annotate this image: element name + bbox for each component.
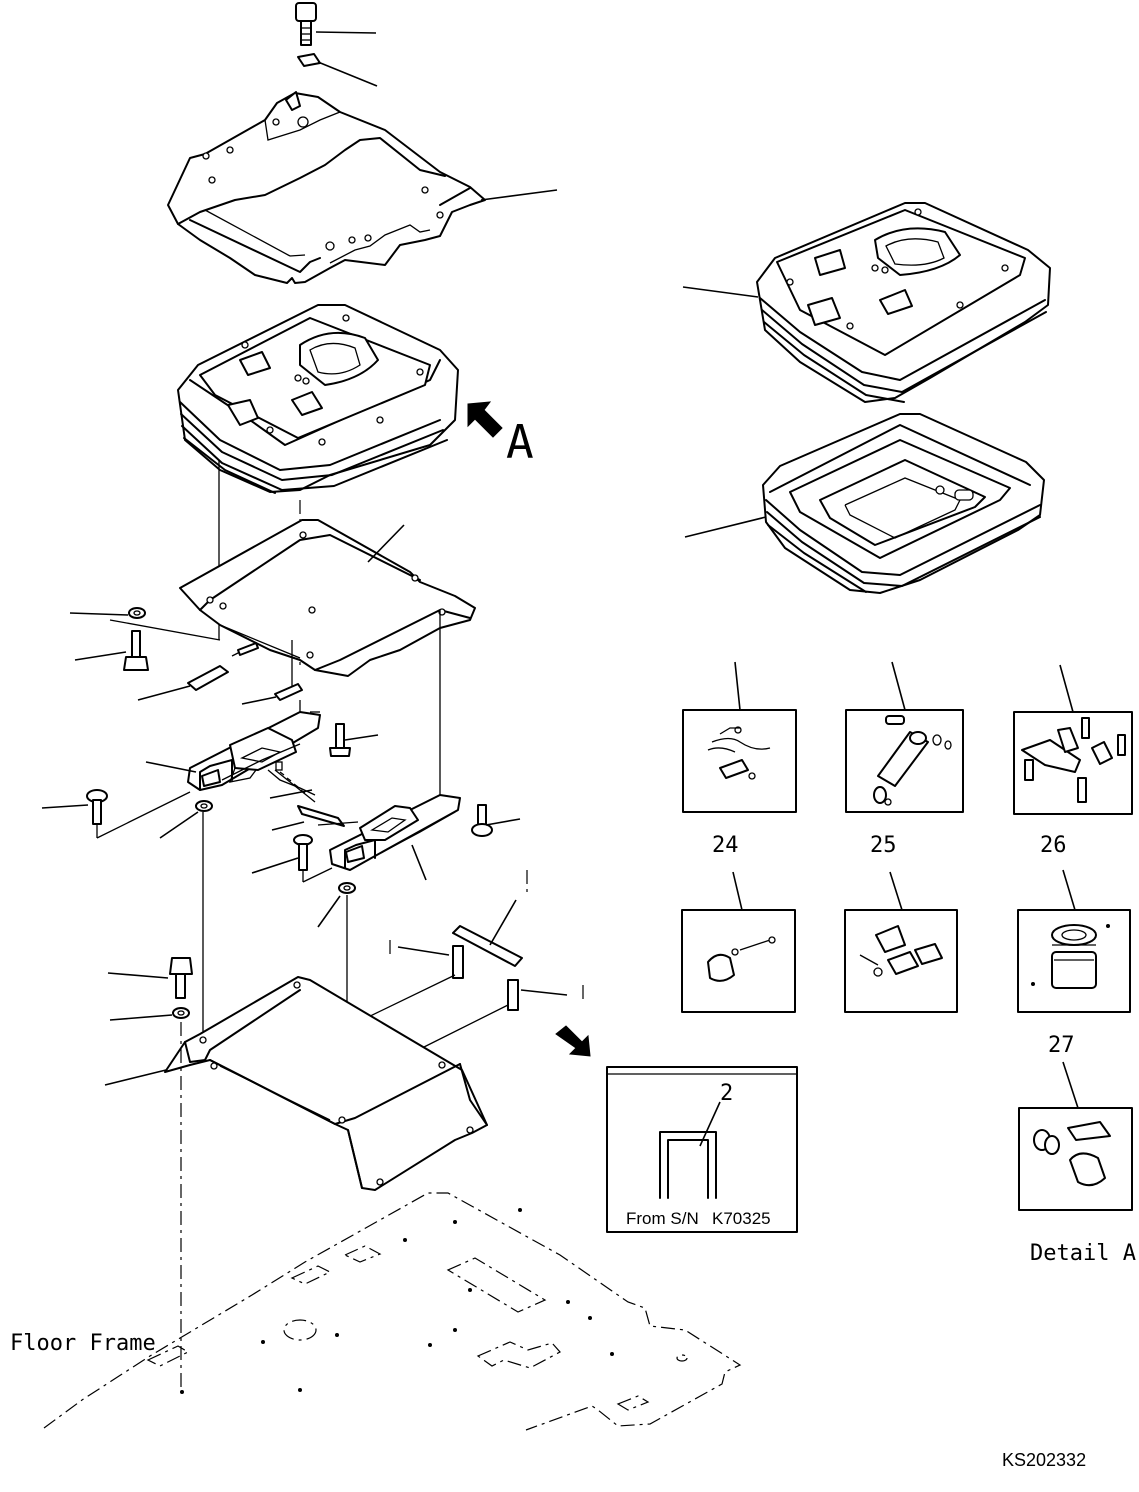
kit-27c-thumbnail (1017, 869, 1131, 1013)
spacer-bar (452, 899, 523, 967)
inset-callout: 2 (720, 1081, 733, 1106)
bolt-upper-right (329, 723, 379, 757)
key-pin (237, 642, 303, 705)
detail-arrow (555, 1025, 591, 1057)
kit-24-number: 24 (712, 833, 739, 858)
seat-suspension-right (682, 202, 1051, 403)
bolt-left-a (74, 630, 149, 671)
view-a-arrow: A (467, 401, 534, 469)
seat-suspension-left (177, 304, 459, 494)
spring-cable (269, 769, 345, 831)
seat-rail-bracket (167, 91, 558, 284)
kit-25-number: 25 (870, 833, 897, 858)
bolt-center-b (251, 834, 313, 874)
pin-left (137, 665, 229, 701)
kit-27a-thumbnail (681, 871, 796, 1013)
top-bolt (295, 2, 377, 46)
bolt-right-a (471, 804, 521, 837)
kit-26-number: 26 (1040, 833, 1067, 858)
kit-25-thumbnail (845, 661, 964, 813)
inset-note-prefix: From S/N (626, 1209, 699, 1228)
bellows-cover (684, 413, 1045, 594)
top-washer-plate (297, 53, 378, 87)
kit-24-thumbnail (682, 661, 797, 813)
spacer-pin-a (397, 945, 464, 979)
detail-a-label: Detail A (1030, 1241, 1136, 1266)
mounting-plate (179, 519, 476, 677)
washer-left-b (159, 800, 213, 839)
inset-note-serial: K70325 (712, 1209, 771, 1228)
washer-left-a (69, 607, 146, 619)
spacer-pin-b (507, 979, 568, 1011)
kit-27b-thumbnail (844, 871, 958, 1013)
floor-frame (43, 1192, 742, 1431)
inset-box (606, 1066, 798, 1233)
kit-26-thumbnail (1013, 664, 1133, 815)
washer-right (317, 882, 356, 928)
floor-frame-label: Floor Frame (10, 1331, 156, 1356)
washer-lower-left (109, 1007, 190, 1021)
view-a-label: A (506, 415, 534, 469)
slide-rail-right (329, 794, 461, 881)
kit-27d-thumbnail (1018, 1061, 1133, 1211)
kit-27-number: 27 (1048, 1033, 1075, 1058)
drawing-id: KS202332 (1002, 1450, 1086, 1470)
bolt-lower-left (107, 957, 193, 999)
slide-rail-left (145, 711, 321, 796)
bolt-left-b (41, 789, 108, 825)
base-bracket (104, 976, 488, 1191)
